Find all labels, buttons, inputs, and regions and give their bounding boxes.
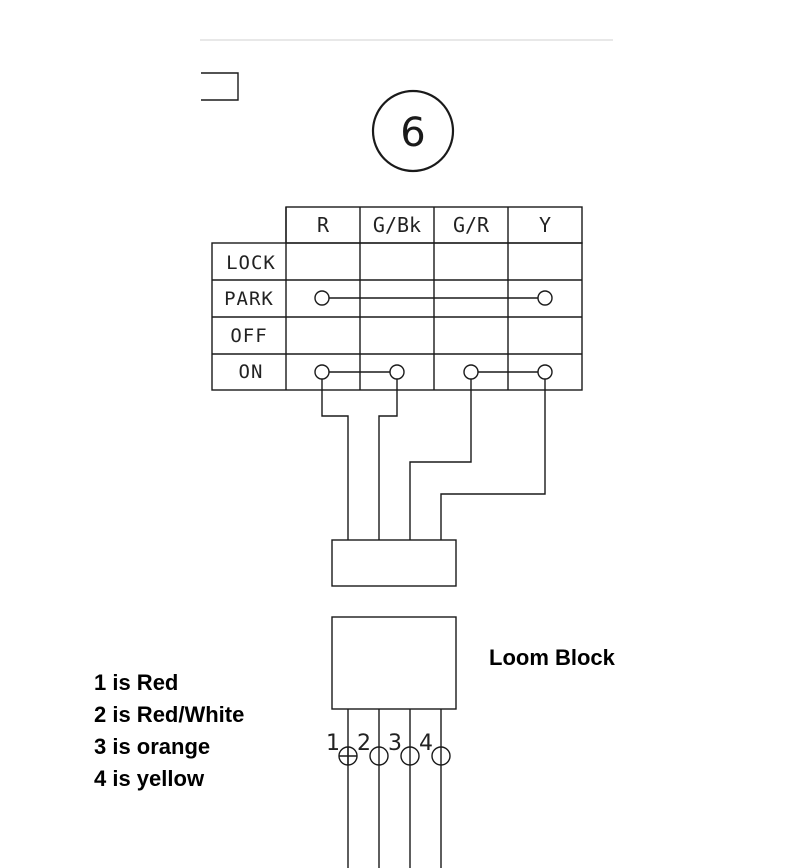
corner-bracket [201, 72, 239, 101]
row-label: LOCK [226, 252, 276, 274]
column-header: G/R [453, 213, 490, 237]
contact-point [463, 364, 479, 380]
note-line: 3 is orange [94, 734, 210, 759]
pin-number: 2 [357, 731, 371, 756]
column-header: G/Bk [373, 213, 421, 237]
contact-point [314, 364, 330, 380]
wire-gr [409, 379, 472, 540]
wire-gbk [378, 379, 398, 540]
column-header: Y [539, 213, 551, 237]
note-line: 2 is Red/White [94, 702, 244, 727]
contact-point [537, 364, 553, 380]
wire-r [321, 379, 349, 540]
diagram-number-circle [371, 89, 455, 173]
wires-upper [321, 379, 546, 540]
switch-table: R G/Bk G/R Y LOCK PARK OFF ON [211, 206, 583, 391]
row-label: OFF [230, 325, 267, 347]
pin-terminal [400, 746, 420, 766]
note-line: 4 is yellow [94, 766, 205, 791]
row-label: ON [239, 361, 264, 383]
pin-number: 4 [419, 731, 433, 756]
column-header: R [317, 213, 330, 237]
contact-point [537, 290, 553, 306]
diagram-number: 6 [400, 110, 425, 156]
pin-number: 1 [326, 731, 340, 756]
wire-y [440, 379, 546, 540]
loom-block [331, 616, 457, 710]
pin-terminal [431, 746, 451, 766]
contact-point [389, 364, 405, 380]
pin-terminal [369, 746, 389, 766]
switch-connector [331, 539, 457, 587]
wires-lower [338, 709, 451, 868]
row-label: PARK [224, 288, 274, 310]
pin-number: 3 [388, 731, 402, 756]
loom-block-label: Loom Block [489, 645, 616, 670]
contact-point [314, 290, 330, 306]
note-line: 1 is Red [94, 670, 178, 695]
color-notes: 1 is Red 2 is Red/White 3 is orange 4 is… [94, 670, 244, 791]
